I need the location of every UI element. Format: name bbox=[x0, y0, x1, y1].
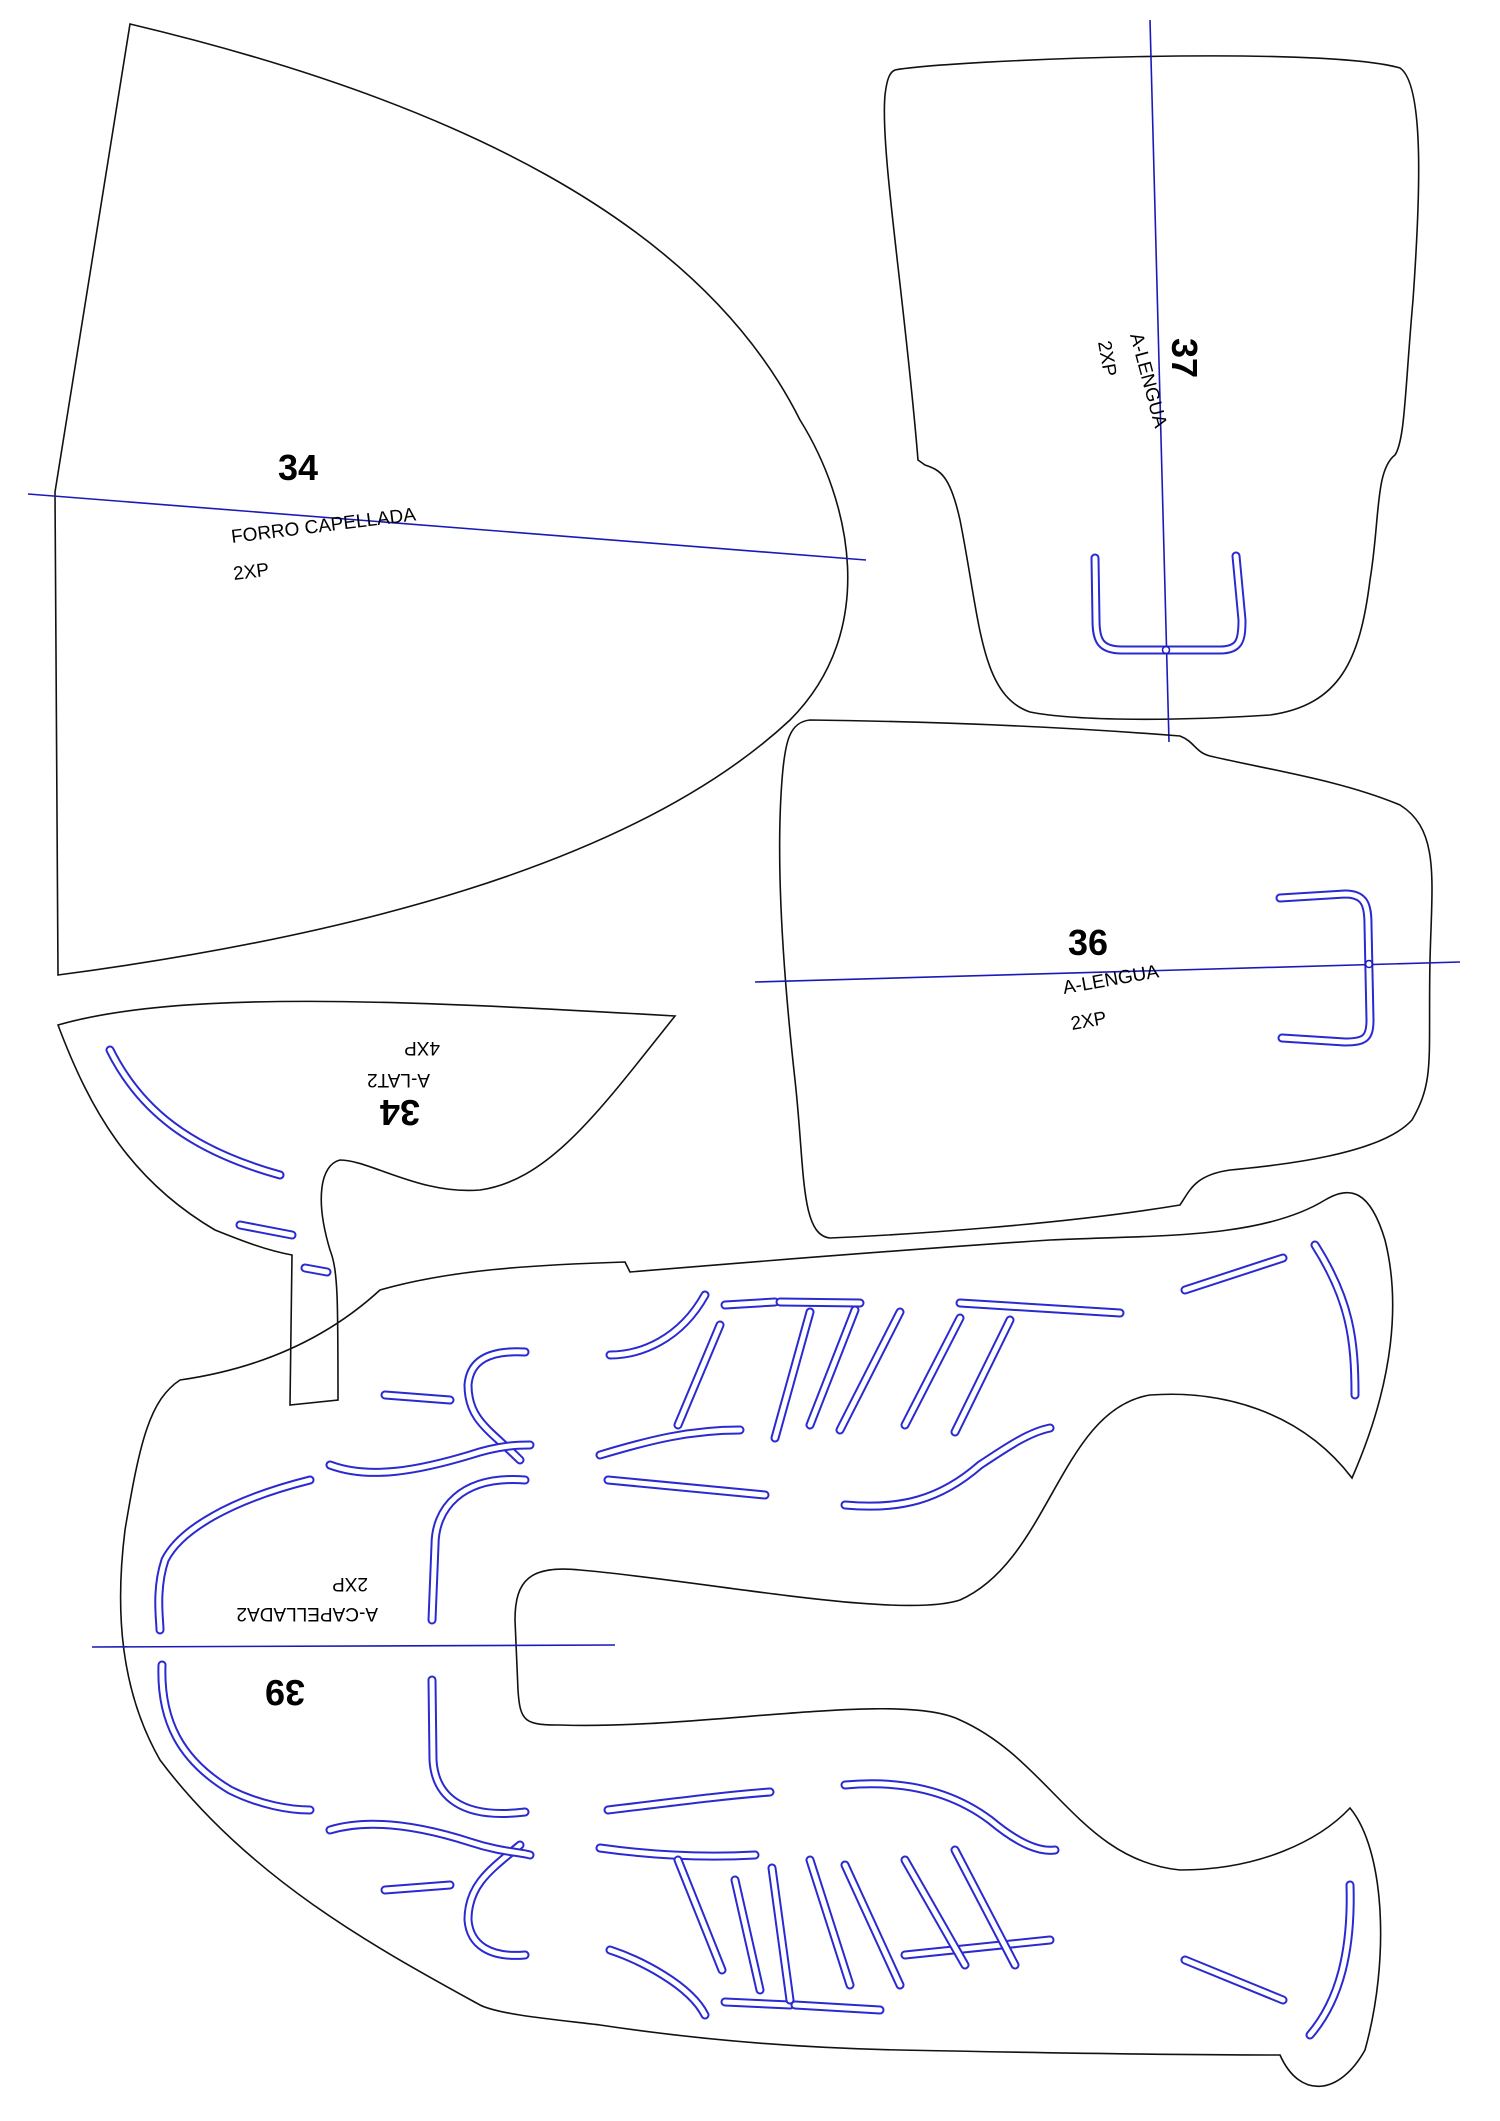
piece-forro-capellada: 34 FORRO CAPELLADA 2XP bbox=[27, 23, 867, 976]
piece-a-lengua-37-marker bbox=[1161, 645, 1171, 655]
piece-a-lengua-36-slot bbox=[1275, 889, 1375, 1047]
piece-a-lat2-outline bbox=[56, 1000, 677, 1406]
piece-a-lengua-37-qty: 2XP bbox=[1093, 339, 1120, 378]
piece-a-lat2-qty: 4XP bbox=[404, 1037, 440, 1058]
piece-a-capellada2-number: 39 bbox=[265, 1672, 305, 1713]
piece-a-capellada2-axis bbox=[91, 1644, 616, 1648]
piece-forro-capellada-number: 34 bbox=[278, 447, 318, 488]
piece-a-capellada2-slots bbox=[154, 1240, 1360, 2040]
piece-a-lengua-37-number: 37 bbox=[1164, 338, 1205, 378]
piece-a-lat2-number: 34 bbox=[380, 1092, 420, 1133]
piece-a-lat2-slots bbox=[105, 1045, 332, 1277]
piece-a-lat2-name: A-LAT2 bbox=[367, 1069, 430, 1090]
piece-a-lengua-36: 36 A-LENGUA 2XP bbox=[754, 719, 1461, 1239]
piece-a-lengua-36-outline bbox=[778, 719, 1433, 1239]
piece-a-lengua-36-marker bbox=[1364, 959, 1374, 969]
piece-a-capellada2-name: A-CAPELLADA2 bbox=[236, 1603, 378, 1624]
piece-forro-capellada-outline bbox=[54, 23, 849, 976]
piece-a-lengua-37: 37 A-LENGUA 2XP bbox=[883, 19, 1420, 743]
piece-a-capellada2: 39 A-CAPELLADA2 2XP bbox=[91, 1191, 1394, 2088]
piece-forro-capellada-axis bbox=[27, 493, 867, 561]
piece-forro-capellada-name: FORRO CAPELLADA bbox=[230, 504, 417, 548]
piece-a-lengua-37-outline bbox=[883, 55, 1420, 721]
piece-forro-capellada-qty: 2XP bbox=[232, 560, 270, 585]
piece-a-lengua-37-slot bbox=[1090, 551, 1247, 655]
piece-a-lengua-37-axis bbox=[1149, 19, 1170, 743]
piece-a-lat2: 34 A-LAT2 4XP bbox=[56, 1000, 677, 1406]
piece-a-lengua-36-number: 36 bbox=[1068, 922, 1108, 963]
piece-a-lengua-36-name: A-LENGUA bbox=[1061, 961, 1161, 999]
piece-a-lengua-37-name: A-LENGUA bbox=[1125, 331, 1171, 431]
piece-a-capellada2-outline bbox=[119, 1191, 1394, 2088]
piece-a-lengua-36-axis bbox=[754, 961, 1461, 983]
piece-a-lengua-36-qty: 2XP bbox=[1069, 1008, 1108, 1035]
piece-a-capellada2-qty: 2XP bbox=[332, 1573, 368, 1594]
